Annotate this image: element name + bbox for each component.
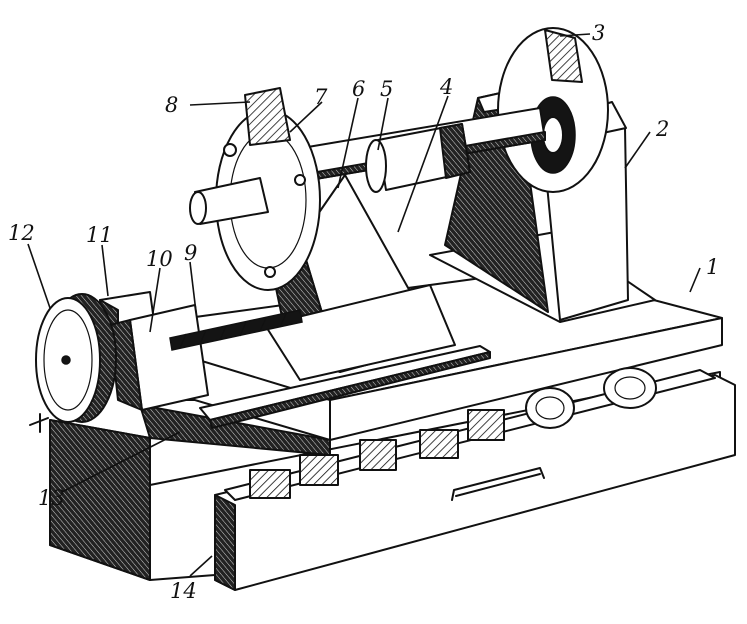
drawer (214, 367, 736, 591)
leader-12 (27, 243, 51, 309)
leader-14 (189, 555, 213, 577)
leader-5 (377, 97, 389, 151)
leader-lines (27, 33, 701, 577)
left-disc-bolt-3 (294, 174, 306, 186)
handwheel-hub (61, 355, 71, 365)
leadscrew-body (169, 309, 303, 351)
leadscrew (169, 309, 303, 351)
cabinet-left-shadow (49, 419, 151, 581)
drawer-handle-inner (455, 473, 541, 497)
handwheel (29, 293, 117, 433)
shaft-assembly (289, 107, 546, 193)
bearing-1 (525, 387, 575, 429)
leader-4 (397, 95, 449, 233)
bearing-2 (603, 367, 657, 409)
tool-block-5 (467, 409, 505, 441)
leader-10 (149, 267, 161, 333)
rail-side (209, 351, 491, 429)
callout-1: 1 (706, 255, 719, 279)
callout-9: 9 (184, 241, 197, 265)
tool-block-2 (299, 454, 339, 486)
leader-1 (689, 267, 701, 293)
callout-3: 3 (592, 21, 605, 45)
leader-3 (559, 33, 591, 37)
callout-12: 12 (8, 221, 35, 245)
tool-block-3 (359, 439, 397, 471)
drawer-handle (451, 467, 545, 501)
tool-block-1 (249, 469, 291, 499)
callout-6: 6 (352, 77, 365, 101)
leader-11 (101, 244, 109, 297)
left-stand-foot (264, 284, 456, 381)
leader-7 (289, 101, 323, 133)
callout-10: 10 (146, 247, 173, 271)
callout-7: 7 (314, 85, 328, 109)
slide-rail (199, 345, 491, 429)
drawer-side-shadow (214, 494, 236, 591)
leader-13 (61, 431, 181, 493)
callout-13: 13 (38, 486, 65, 510)
block-10 (129, 304, 209, 411)
leader-8 (189, 101, 251, 106)
handwheel-handle (29, 413, 49, 433)
bearing-2-inner (614, 376, 646, 400)
callout-5: 5 (380, 77, 393, 101)
spindle-tip (189, 191, 207, 225)
bed-right-face (329, 317, 723, 441)
bearing-1-inner (535, 396, 565, 420)
callout-11: 11 (86, 223, 113, 247)
right-disc (497, 27, 609, 193)
handwheel-inner-ring (43, 309, 93, 411)
callout-labels: 1 2 3 4 5 6 7 8 9 10 11 12 13 14 (8, 21, 719, 603)
callout-2: 2 (655, 117, 669, 141)
rotor-shadow (439, 123, 471, 179)
callout-14: 14 (170, 579, 197, 603)
leader-2 (624, 131, 651, 169)
left-disc-bolt-1 (223, 143, 237, 157)
leader-6 (337, 97, 359, 189)
callout-4: 4 (439, 75, 453, 99)
left-disc-bolt-2 (264, 266, 276, 278)
callout-8: 8 (165, 93, 178, 117)
left-disc (189, 87, 321, 291)
drawer-tools (249, 367, 657, 499)
left-disc-section (244, 87, 291, 146)
rotor-collar (365, 139, 387, 193)
tool-block-4 (419, 429, 459, 459)
leader-9 (189, 261, 197, 313)
